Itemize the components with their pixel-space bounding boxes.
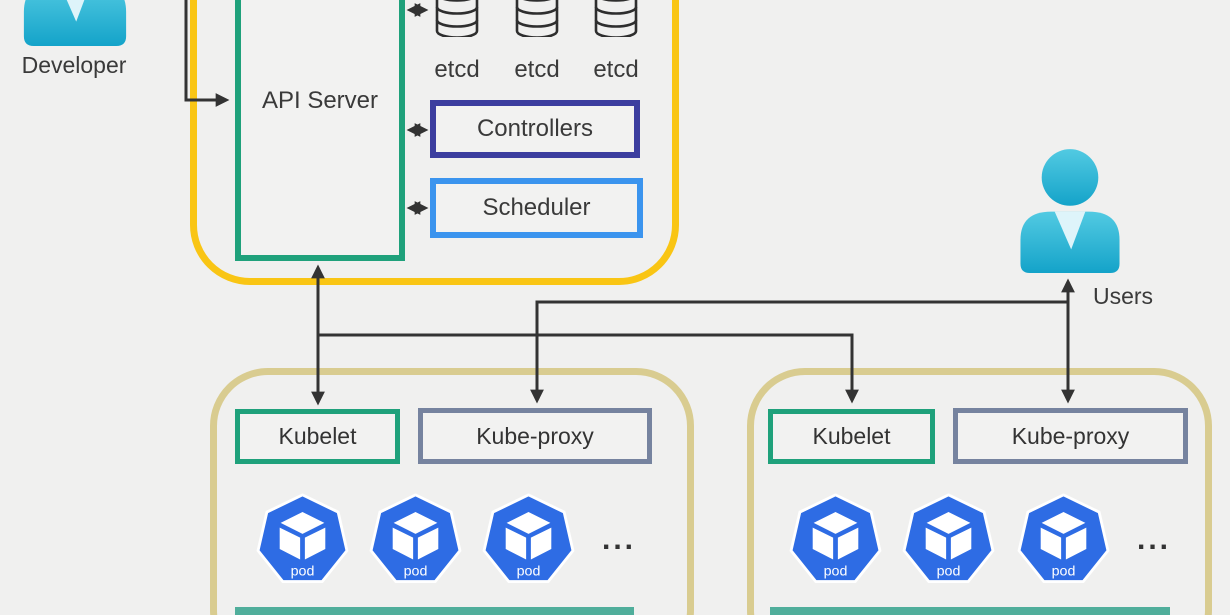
pod-icon: pod	[369, 493, 462, 583]
etcd-label: etcd	[514, 56, 560, 83]
developer-person-icon	[23, 0, 127, 46]
scheduler-label: Scheduler	[482, 194, 591, 221]
kube-proxy-label: Kube-proxy	[1011, 422, 1130, 449]
worker-node-2: Kubelet Kube-proxy pod pod pod ...	[747, 368, 1212, 615]
pod-label: pod	[1052, 564, 1076, 580]
control-plane-boundary	[190, 0, 679, 285]
etcd-item: etcd	[514, 0, 560, 84]
controllers-label: Controllers	[476, 115, 594, 142]
more-pods-ellipsis: ...	[602, 523, 637, 556]
kubelet-label: Kubelet	[812, 423, 891, 449]
pod-label: pod	[404, 564, 428, 580]
users-label: Users	[1092, 283, 1154, 309]
controllers-box: Controllers	[430, 100, 640, 158]
pod-label: pod	[291, 564, 315, 580]
developer-label: Developer	[21, 52, 127, 78]
pod-icon: pod	[789, 493, 882, 583]
etcd-item: etcd	[434, 0, 480, 84]
pod-icon: pod	[482, 493, 575, 583]
etcd-label: etcd	[434, 56, 480, 83]
container-runtime-bar	[235, 607, 634, 615]
pod-label: pod	[517, 564, 541, 580]
pod-icon: pod	[902, 493, 995, 583]
more-pods-ellipsis: ...	[1137, 523, 1172, 556]
worker-node-1: Kubelet Kube-proxy pod pod pod ...	[210, 368, 694, 615]
database-icon	[515, 0, 559, 39]
kube-proxy-label: Kube-proxy	[476, 422, 594, 449]
kube-proxy-box: Kube-proxy	[418, 408, 652, 464]
pod-label: pod	[824, 564, 848, 580]
database-icon	[594, 0, 638, 39]
api-server-box: API Server	[235, 0, 405, 261]
kubelet-box: Kubelet	[768, 409, 935, 464]
kubelet-box: Kubelet	[235, 409, 400, 464]
etcd-label: etcd	[593, 56, 639, 83]
scheduler-box: Scheduler	[430, 178, 643, 238]
pod-icon: pod	[256, 493, 349, 583]
api-server-label: API Server	[261, 87, 379, 114]
database-icon	[435, 0, 479, 39]
container-runtime-bar	[770, 607, 1170, 615]
kube-proxy-box: Kube-proxy	[953, 408, 1188, 464]
pod-icon: pod	[1017, 493, 1110, 583]
etcd-item: etcd	[593, 0, 639, 84]
kubelet-label: Kubelet	[278, 423, 357, 449]
pod-label: pod	[937, 564, 961, 580]
users-person-icon	[1020, 149, 1120, 273]
